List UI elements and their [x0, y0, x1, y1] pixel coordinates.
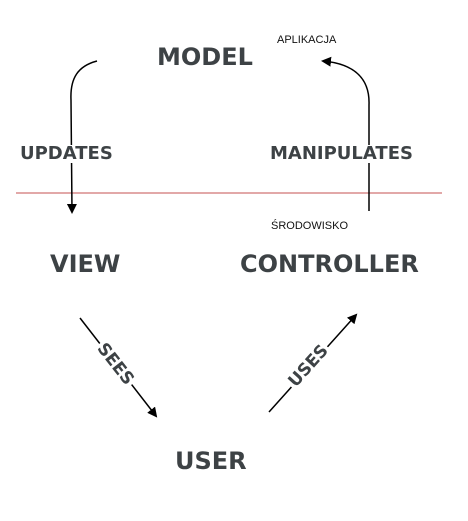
controller-node: CONTROLLER — [240, 250, 419, 278]
updates-label: UPDATES — [20, 143, 113, 164]
view-node: VIEW — [50, 250, 121, 278]
updates-arrow — [66, 60, 98, 214]
user-node: USER — [175, 447, 247, 475]
manipulates-label: MANIPULATES — [270, 143, 413, 164]
manipulates-arrow — [321, 56, 370, 211]
application-layer-label: APLIKACJA — [277, 34, 337, 46]
model-node: MODEL — [157, 43, 253, 71]
environment-layer-label: ŚRODOWISKO — [271, 220, 349, 232]
